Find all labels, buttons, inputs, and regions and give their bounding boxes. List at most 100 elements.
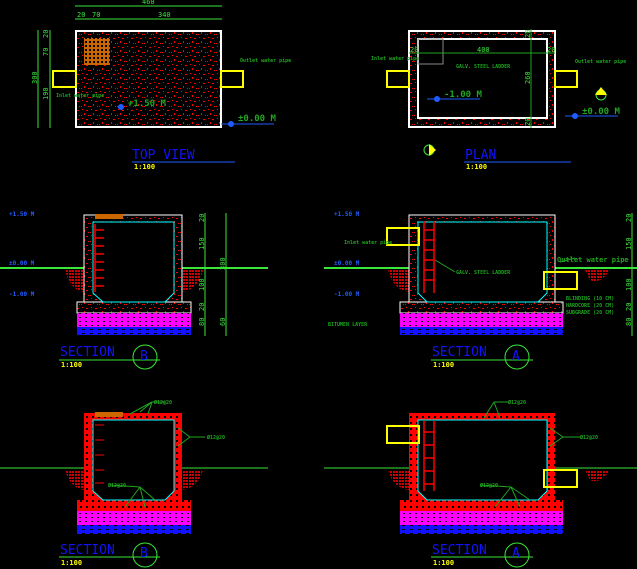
base-slab: [400, 500, 563, 511]
dim-inner-width: 400: [477, 46, 490, 54]
ladder-rungs: [94, 224, 104, 292]
view-title: PLAN: [465, 148, 496, 163]
tank-interior: [417, 221, 548, 303]
dim-label: 70: [92, 11, 100, 19]
dim-label: 70: [42, 48, 50, 56]
bitumen-label: BITUMEN LAYER: [328, 322, 368, 328]
view-scale: 1:100: [134, 163, 155, 171]
inlet-label: Inlet water pipe: [371, 56, 419, 62]
level-label: -1.00 M: [9, 291, 35, 298]
ladder-label: GALV. STEEL LADDER: [456, 64, 511, 70]
rebar-label: Ø12@20: [107, 482, 126, 489]
section-b-2: Ø12@20 Ø12@20 Ø12@20 SECTION 1:100 B: [0, 399, 268, 568]
dim-label: 20: [410, 46, 418, 54]
dim-label: 20: [547, 46, 555, 54]
section-marker: B: [140, 546, 148, 561]
dim-label: 20: [198, 214, 206, 222]
dim-label: 80: [625, 318, 633, 326]
inlet-pipe: [386, 425, 420, 444]
level-label: ±0.00 M: [334, 260, 360, 267]
ladder-outline: [417, 38, 444, 65]
dim-label: 340: [158, 11, 171, 19]
outlet-label: Outlet water pipe: [557, 256, 629, 264]
outlet-pipe: [554, 70, 578, 88]
tank-interior: [417, 419, 548, 501]
soil-fill: [388, 470, 409, 490]
level-label: +1.50 M: [9, 211, 35, 218]
view-scale: 1:100: [433, 361, 454, 369]
view-title: SECTION: [60, 345, 115, 360]
dim-label: 150: [625, 237, 633, 250]
section-marker-a-icon: [595, 87, 607, 101]
elevation-top: +1.50 M: [128, 99, 167, 109]
rebar-label: Ø12@20: [479, 482, 498, 489]
manhole-cover: [95, 412, 123, 417]
dim-label: 20: [524, 118, 532, 126]
section-marker: A: [512, 349, 520, 364]
dim-inner-height: 260: [524, 71, 532, 84]
view-title: SECTION: [432, 345, 487, 360]
subbase-layer: [77, 525, 191, 534]
layer-label: BLINDING (10 CM): [566, 296, 614, 302]
level-label: -1.00 M: [334, 291, 360, 298]
dim-label: 80: [198, 318, 206, 326]
base-slab: [399, 301, 564, 314]
elevation-ground: ±0.00 M: [238, 114, 277, 124]
subbase-layer: [400, 525, 563, 534]
section-a-2: Ø12@20 Ø12@20 Ø12@20 SECTION 1:100 A: [324, 399, 637, 568]
dim-label: 60: [219, 318, 227, 326]
view-scale: 1:100: [466, 163, 487, 171]
soil-fill: [65, 470, 84, 490]
view-scale: 1:100: [433, 559, 454, 567]
plan-view: 400 20 20 20 260 20 GALV. STEEL LADDER I…: [371, 29, 626, 171]
ladder-rungs: [95, 424, 104, 484]
rebar-label: Ø12@20: [206, 434, 225, 441]
dim-label: 20: [625, 303, 633, 311]
section-bubble: [504, 542, 530, 568]
section-marker-b-icon: [423, 144, 436, 156]
soil-fill: [65, 270, 84, 292]
top-view: 460 20 70 340 300 20 70 190 Inlet water …: [31, 0, 291, 171]
leader-lines: [109, 401, 205, 508]
outlet-label: Outlet water pipe: [240, 58, 291, 64]
dim-label: 100: [198, 278, 206, 291]
blinding-layer: [77, 313, 191, 327]
dim-label: 20: [625, 214, 633, 222]
blinding-layer: [400, 511, 563, 525]
ladder-icon: [423, 221, 435, 293]
outlet-label: Outlet water pipe: [575, 59, 626, 65]
section-marker: B: [140, 349, 148, 364]
inlet-pipe: [386, 70, 410, 88]
rebar-label: Ø12@20: [507, 399, 526, 406]
rebar-label: Ø12@20: [153, 399, 172, 406]
soil-fill: [585, 470, 610, 482]
level-marker-icon: [118, 104, 124, 110]
layer-label: SUBGRADE (20 CM): [566, 310, 614, 316]
inlet-pipe: [386, 227, 420, 246]
section-bubble: [132, 344, 158, 370]
dim-label: 300: [219, 257, 227, 270]
inlet-pipe: [52, 70, 77, 88]
outlet-pipe: [220, 70, 244, 88]
inlet-label: Inlet water pipe: [56, 93, 104, 99]
outlet-pipe: [543, 469, 578, 488]
elevation-floor: -1.00 M: [444, 90, 483, 100]
view-title: TOP VIEW: [132, 148, 195, 163]
dim-label: 190: [42, 87, 50, 100]
view-title: SECTION: [60, 543, 115, 558]
view-scale: 1:100: [61, 361, 82, 369]
inlet-label: Inlet water pipe: [344, 240, 392, 246]
section-bubble: [504, 344, 530, 370]
dim-overall-width: 460: [142, 0, 155, 6]
level-label: +1.50 M: [334, 211, 360, 218]
base-slab: [76, 301, 192, 314]
manhole-cover: [95, 214, 123, 219]
elevation-ground: ±0.00 M: [582, 107, 621, 117]
blinding-layer: [400, 313, 563, 327]
soil-fill: [182, 470, 203, 490]
level-label: ±0.00 M: [9, 260, 35, 267]
dim-label: 20: [198, 303, 206, 311]
dim-label: 20: [524, 30, 532, 38]
